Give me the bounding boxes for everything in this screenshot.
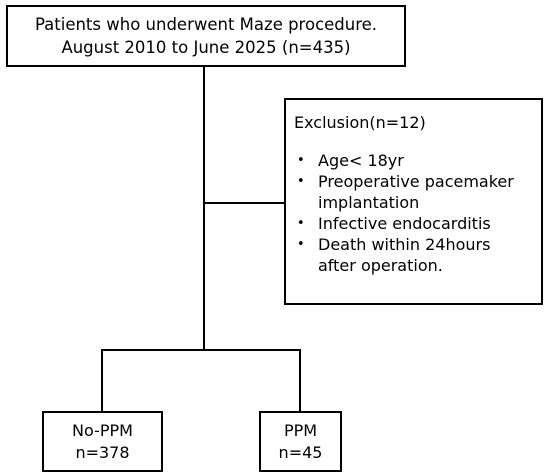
exclusion-item-line2: after operation. <box>318 256 443 275</box>
exclusion-item: Infective endocarditis <box>294 213 541 234</box>
ppm-group-box: PPM n=45 <box>259 411 342 472</box>
exclusion-item-line1: Death within 24hours <box>318 235 491 254</box>
enrollment-text-line2: August 2010 to June 2025 (n=435) <box>61 38 351 57</box>
exclusion-item-line2: implantation <box>318 193 420 212</box>
exclusion-item-line1: Preoperative pacemaker <box>318 172 514 191</box>
main-vertical-connector <box>203 66 205 350</box>
exclusion-item-line1: Age< 18yr <box>318 151 404 170</box>
exclusion-item: Death within 24hours after operation. <box>294 234 541 276</box>
exclusion-title: Exclusion(n=12) <box>294 113 426 132</box>
noppm-drop-connector <box>101 349 103 412</box>
ppm-drop-connector <box>299 349 301 412</box>
enrollment-box: Patients who underwent Maze procedure. A… <box>6 5 406 67</box>
exclusion-item-line1: Infective endocarditis <box>318 214 491 233</box>
group-label: PPM <box>283 421 318 440</box>
group-label: No-PPM <box>72 421 133 440</box>
exclusion-item: Preoperative pacemaker implantation <box>294 171 541 213</box>
enrollment-text-line1: Patients who underwent Maze procedure. <box>34 15 378 34</box>
group-count: n=45 <box>278 443 323 462</box>
group-count: n=378 <box>75 443 130 462</box>
exclusion-branch-connector <box>203 202 285 204</box>
no-ppm-group-box: No-PPM n=378 <box>42 411 163 472</box>
exclusion-box: Exclusion(n=12) Age< 18yr Preoperative p… <box>284 98 543 305</box>
split-horizontal-connector <box>101 349 301 351</box>
exclusion-item: Age< 18yr <box>294 150 541 171</box>
exclusion-list: Age< 18yr Preoperative pacemaker implant… <box>294 150 541 276</box>
